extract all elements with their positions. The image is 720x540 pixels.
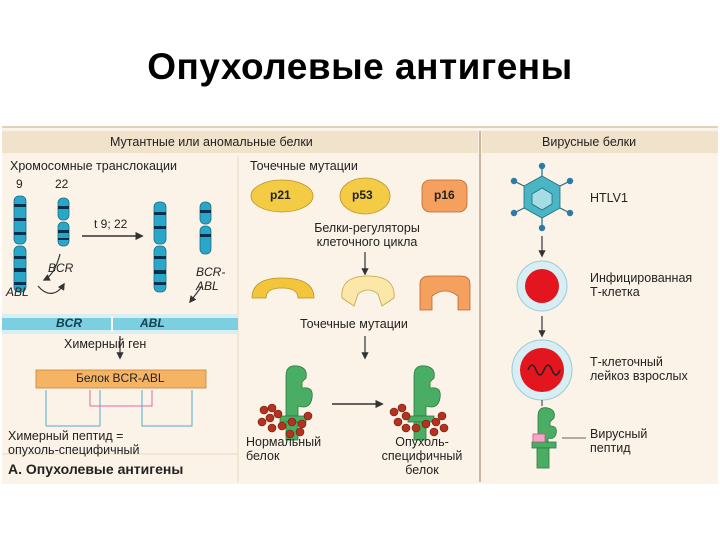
viral-peptide-mhc xyxy=(531,407,557,469)
derivative-chromosome-9 xyxy=(153,201,167,293)
p16-protein xyxy=(421,179,468,213)
htlv1-label: HTLV1 xyxy=(590,191,628,205)
tumor-protein-line3: белок xyxy=(405,463,439,477)
point-mutations-title: Точечные мутации xyxy=(250,159,358,173)
mutant-p16-shape xyxy=(419,275,471,311)
mutant-p21-shape xyxy=(251,277,315,299)
infected-line2: Т-клетка xyxy=(590,285,640,299)
header-band-left xyxy=(2,131,478,153)
chimeric-gene-label: Химерный ген xyxy=(64,337,147,351)
translocation-label: t 9; 22 xyxy=(94,217,128,231)
header-mutant-proteins: Мутантные или аномальные белки xyxy=(110,135,313,149)
leukemia-line2: лейкоз взрослых xyxy=(590,369,688,383)
regulators-line1: Белки-регуляторы xyxy=(314,221,420,235)
infected-t-cell xyxy=(516,260,568,312)
p16-label: p16 xyxy=(434,188,455,202)
gene-bar-abl: ABL xyxy=(140,316,165,330)
leukemia-cell xyxy=(511,339,573,401)
p53-label: p53 xyxy=(352,188,373,202)
bcr-abl-line2: ABL xyxy=(196,279,219,293)
p21-protein xyxy=(250,179,314,213)
figure-graphics xyxy=(2,126,718,482)
chromosome-22-label: 22 xyxy=(55,177,69,191)
gene-bar-bcr: BCR xyxy=(56,316,82,330)
chimeric-peptide-line1: Химерный пептид = xyxy=(8,429,124,443)
tumor-protein-mhc xyxy=(389,365,449,441)
tumor-protein-line1: Опухоль- xyxy=(395,435,449,449)
leukemia-line1: Т-клеточный xyxy=(590,355,663,369)
figure-caption: А. Опухолевые антигены xyxy=(8,461,184,477)
viral-peptide-line1: Вирусный xyxy=(590,427,648,441)
normal-protein-line2: белок xyxy=(246,449,280,463)
abl-label: ABL xyxy=(6,285,29,299)
chromosome-9-label: 9 xyxy=(16,177,23,191)
tumor-protein-line2: специфичный xyxy=(381,449,463,463)
bcr-abl-line1: BCR- xyxy=(196,265,226,279)
figure-panel: Мутантные или аномальные белки Вирусные … xyxy=(2,126,718,484)
viral-peptide-line2: пептид xyxy=(590,441,631,455)
translocation-title: Хромосомные транслокации xyxy=(10,159,178,173)
htlv1-virus xyxy=(510,162,574,232)
normal-protein-mhc xyxy=(257,365,313,441)
chromosome-9 xyxy=(13,195,27,293)
p21-label: p21 xyxy=(270,188,291,202)
header-band-right xyxy=(482,131,718,153)
slide-title: Опухолевые антигены xyxy=(147,46,573,87)
protein-bcr-abl-label: Белок BCR-ABL xyxy=(76,371,165,385)
chimeric-peptide-line2: опухоль-специфичный xyxy=(8,443,140,457)
p53-protein xyxy=(339,177,391,215)
philadelphia-chromosome xyxy=(199,201,212,255)
infected-line1: Инфицированная xyxy=(590,271,693,285)
mutant-p53-shape xyxy=(341,275,395,307)
bcr-label: BCR xyxy=(48,261,74,275)
regulators-line2: клеточного цикла xyxy=(316,235,418,249)
normal-protein-line1: Нормальный xyxy=(246,435,322,449)
bcr-abl-protein-bar xyxy=(35,369,207,389)
header-viral-proteins: Вирусные белки xyxy=(542,135,637,149)
point-mutations-second-title: Точечные мутации xyxy=(300,317,408,331)
